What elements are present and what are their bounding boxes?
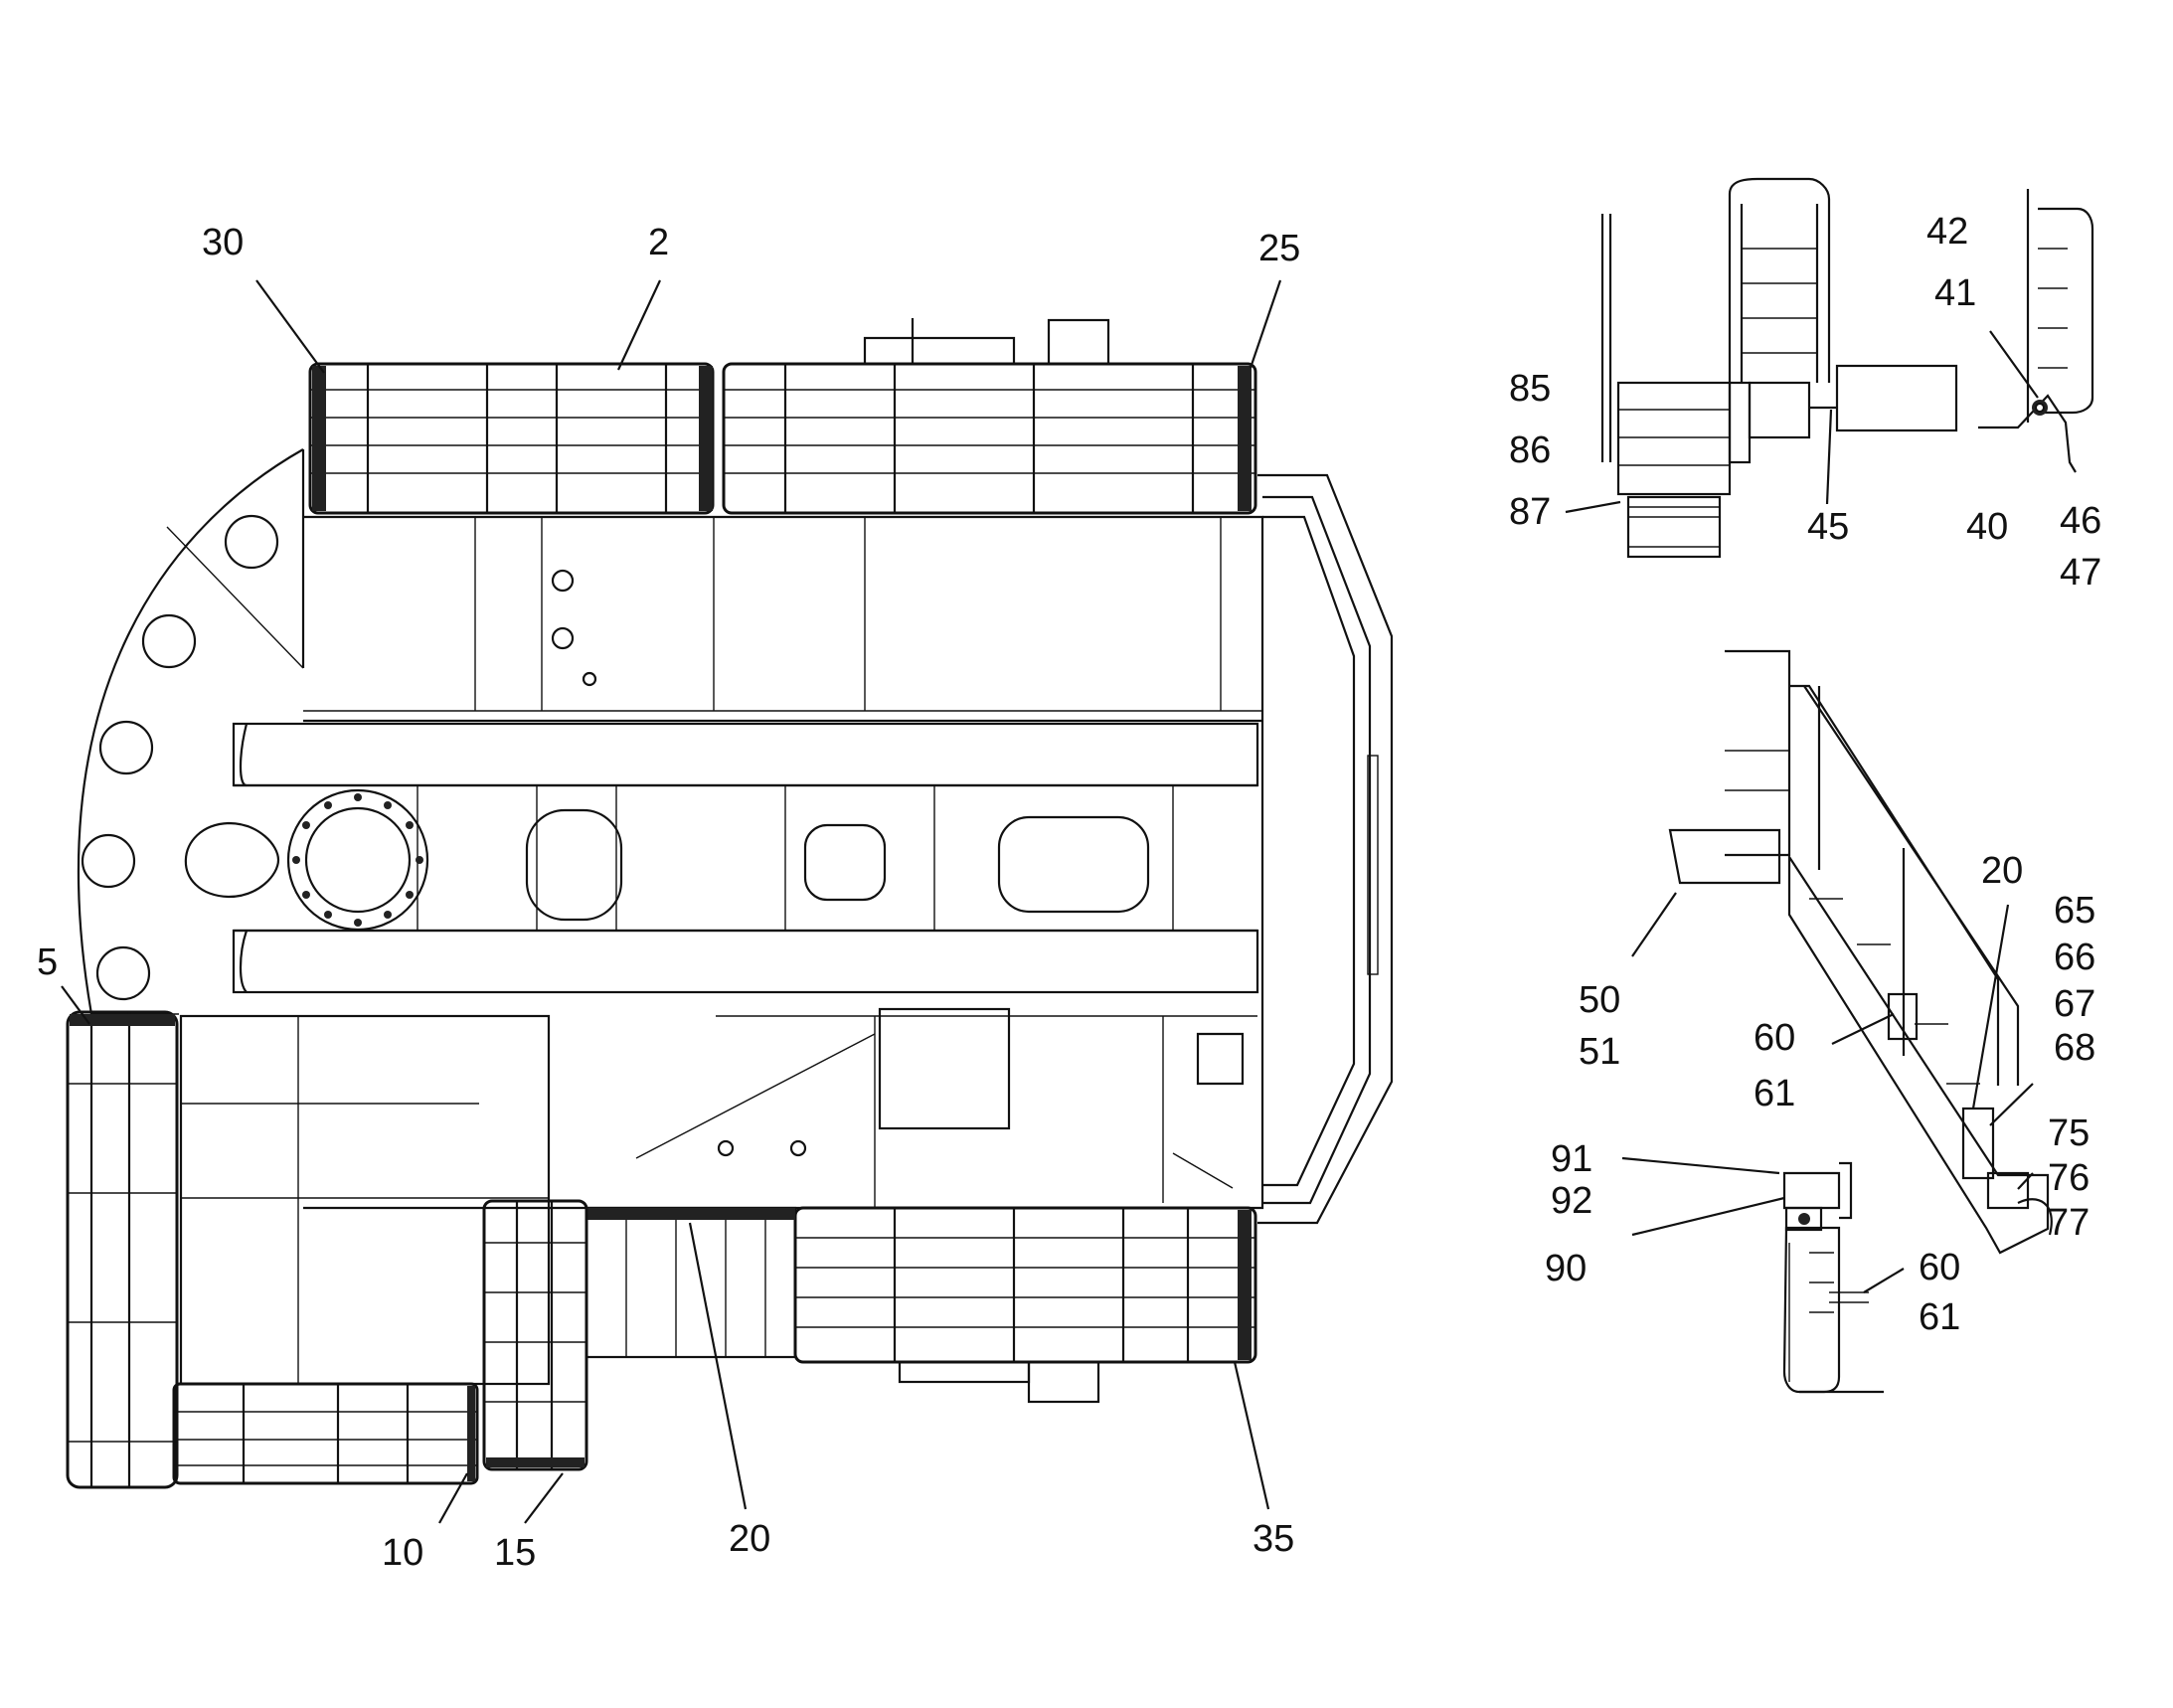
walkway-15 <box>482 1199 588 1471</box>
callout-5: 5 <box>37 941 58 983</box>
callout-2: 2 <box>648 222 669 263</box>
callout-10: 10 <box>382 1532 423 1574</box>
callout-77: 77 <box>2048 1202 2089 1244</box>
step-detail <box>1782 1161 1884 1394</box>
walkway-bottom-right <box>793 1206 1257 1404</box>
callout-91: 91 <box>1551 1138 1592 1180</box>
counterweight-holes <box>81 514 279 1001</box>
callout-42: 42 <box>1926 211 1968 253</box>
callout-60-stair: 60 <box>1754 1017 1795 1059</box>
callout-41: 41 <box>1934 272 1976 314</box>
callout-87: 87 <box>1509 491 1551 533</box>
callout-40: 40 <box>1966 506 2008 548</box>
callout-30: 30 <box>202 222 244 263</box>
walkway-5 <box>66 1010 179 1489</box>
swing-bearing <box>286 788 429 932</box>
callout-20: 20 <box>729 1518 770 1560</box>
callout-76: 76 <box>2048 1157 2089 1199</box>
callout-60-step: 60 <box>1919 1247 1960 1288</box>
callout-75: 75 <box>2048 1112 2089 1154</box>
callout-61-stair: 61 <box>1754 1073 1795 1114</box>
callout-68: 68 <box>2054 1027 2095 1069</box>
walkway-bottom-mid <box>585 1206 797 1359</box>
callout-61-step: 61 <box>1919 1296 1960 1338</box>
callout-92: 92 <box>1551 1180 1592 1222</box>
callout-46: 46 <box>2060 500 2101 542</box>
callout-20-stair: 20 <box>1981 850 2023 892</box>
stair-detail <box>1668 649 2053 1255</box>
callout-45: 45 <box>1807 506 1849 548</box>
callout-labels: 30 2 25 5 10 15 20 35 85 86 87 45 42 41 … <box>37 211 2101 1574</box>
callout-85: 85 <box>1509 368 1551 410</box>
counterweight-arc <box>77 448 304 1015</box>
callout-15: 15 <box>494 1532 536 1574</box>
callout-51: 51 <box>1579 1031 1620 1073</box>
callout-25: 25 <box>1258 228 1300 269</box>
walkway-top-left <box>308 362 715 515</box>
walkway-10 <box>172 1382 479 1485</box>
leader-lines <box>61 279 2039 1524</box>
callout-50: 50 <box>1579 979 1620 1021</box>
callout-47: 47 <box>2060 552 2101 594</box>
callout-90: 90 <box>1545 1248 1587 1289</box>
upper-structure-view <box>66 318 1394 1489</box>
ladder-detail <box>1600 177 2094 559</box>
walkway-top-right <box>722 318 1257 515</box>
callout-86: 86 <box>1509 429 1551 471</box>
callout-65: 65 <box>2054 890 2095 932</box>
callout-35: 35 <box>1253 1518 1294 1560</box>
callout-67: 67 <box>2054 983 2095 1025</box>
callout-66: 66 <box>2054 937 2095 978</box>
